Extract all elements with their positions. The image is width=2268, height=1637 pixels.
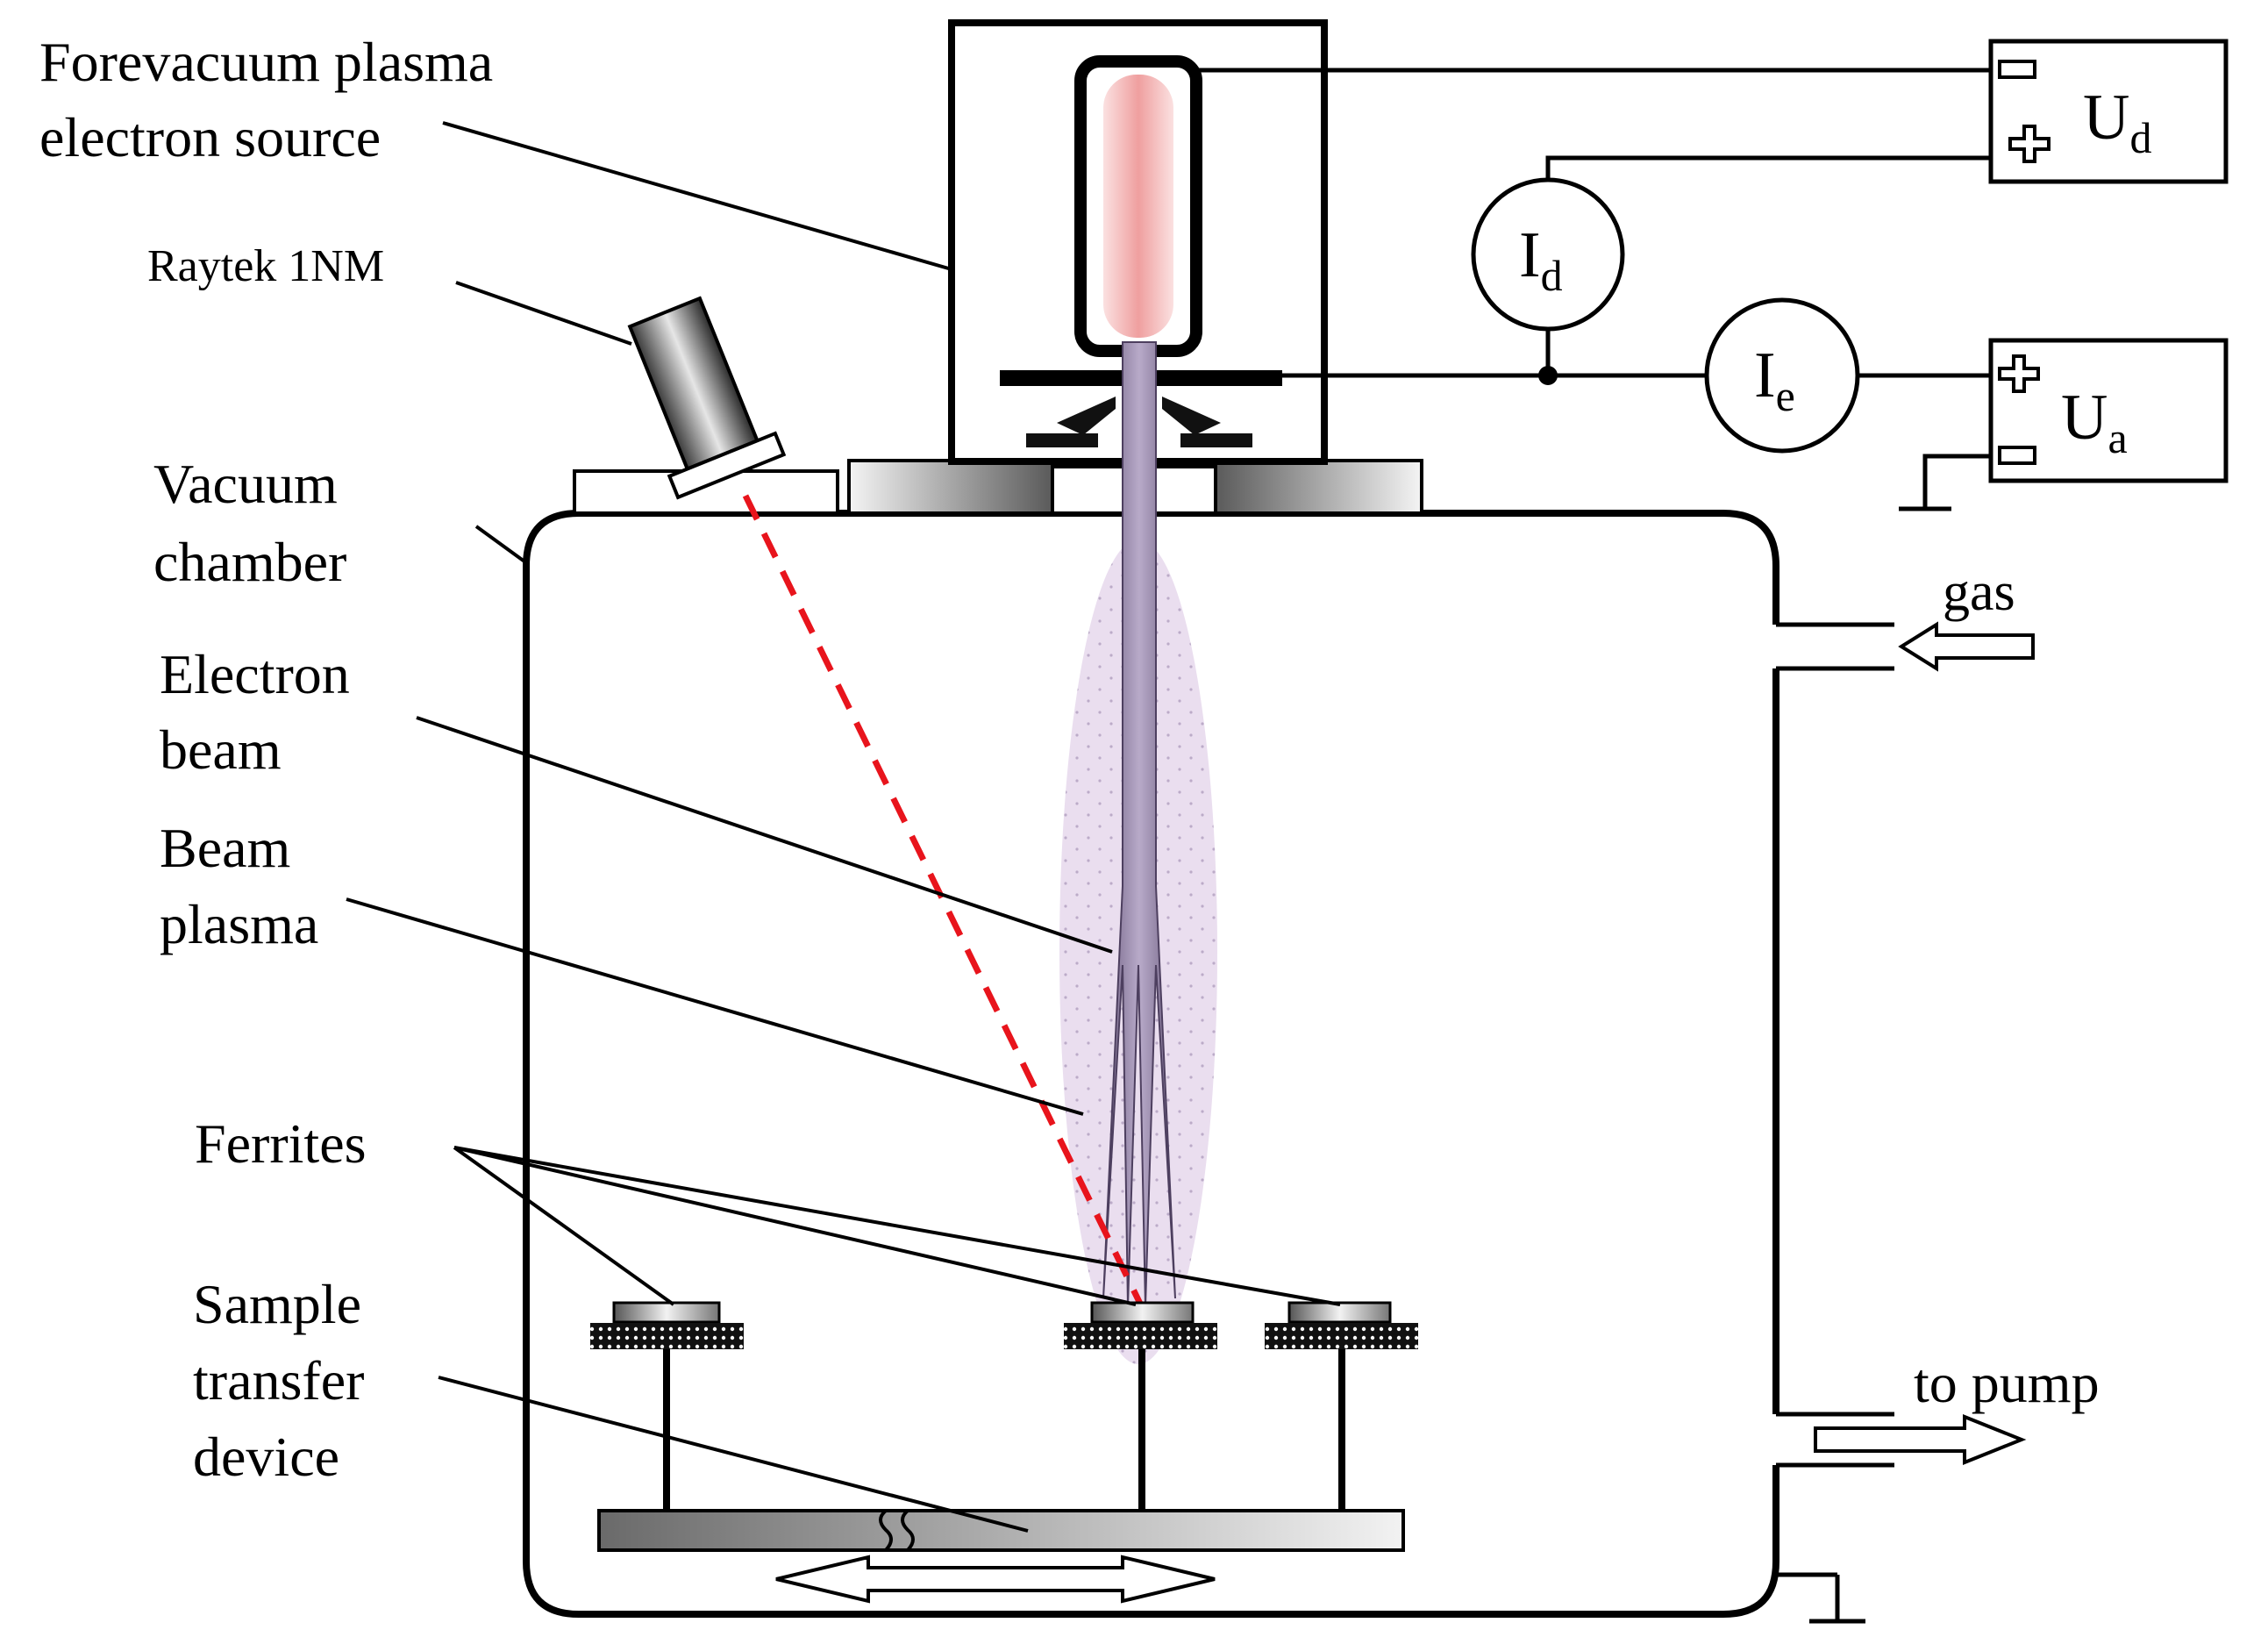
chamber-wall-gap-cover-pump [1763,1414,1789,1467]
ferrite-sample-center [1064,1301,1217,1511]
ferrite-sample-left [590,1301,744,1511]
beam-label-line2: beam [160,718,282,781]
acceleration-supply-plus-terminal [1998,354,2040,393]
pump-port [1776,1412,1894,1468]
ferrites-label: Ferrites [195,1112,367,1175]
chamber-ground-symbol [1776,1572,1865,1624]
transfer-label-line3: device [193,1426,339,1488]
vacuum-chamber-wall [523,510,1779,1618]
source-flange-right [1214,459,1423,515]
transfer-label-line1: Sample [193,1273,361,1335]
emission-current-meter [1704,297,1860,454]
pyrometer [627,296,787,500]
rail-break-mark [879,1509,915,1552]
discharge-voltage-label: Ud [2083,82,2151,162]
extractor-base-right [1180,433,1252,447]
pyrometer-laser-sightline [742,494,1145,1309]
source-label-line2: electron source [39,106,381,168]
gas-inlet-arrow [1898,621,2035,672]
circuit-junction-node [1538,366,1558,385]
extractor-left [1057,397,1116,435]
discharge-supply-plus-terminal [2008,125,2050,163]
extractor-base-left [1026,433,1098,447]
discharge-current-label: Id [1519,219,1563,300]
plasma-label-line1: Beam [160,817,290,879]
emission-current-label: Ie [1754,340,1795,420]
sample-transfer-rail [597,1509,1405,1552]
pump-label: to pump [1914,1352,2100,1414]
pyrometer-flange [573,469,839,515]
discharge-current-meter [1471,177,1625,332]
discharge-supply-minus-terminal [1998,60,2036,79]
beam-label-line1: Electron [160,643,350,705]
transfer-label-line2: transfer [193,1349,364,1412]
transfer-double-arrow [775,1555,1216,1604]
acceleration-power-supply [1988,338,2229,483]
discharge-plasma [1103,75,1173,338]
source-label-line1: Forevacuum plasma [39,31,493,93]
pump-outlet-arrow [1814,1414,2027,1465]
chamber-label-line2: chamber [153,531,346,593]
chamber-label-line1: Vacuum [153,453,338,515]
gas-inlet-port [1776,622,1894,671]
extractor-right [1162,397,1221,435]
gas-label: gas [1943,562,2015,622]
acceleration-voltage-label: Ua [2061,382,2128,462]
ferrite-sample-right [1265,1301,1418,1511]
source-flange-left [847,459,1054,515]
leader-lines [346,121,1341,1533]
plasma-label-line2: plasma [160,893,318,955]
acceleration-supply-minus-terminal [1998,446,2036,465]
pyrometer-label: Raytek 1NM [147,241,384,291]
